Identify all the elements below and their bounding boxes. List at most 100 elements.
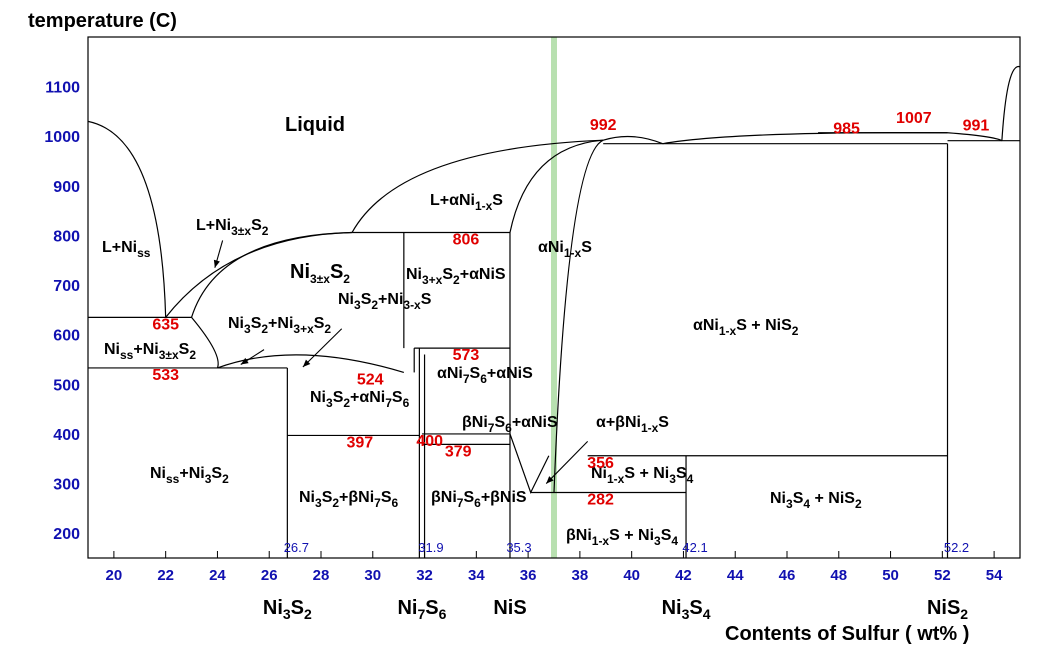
x-tick-label: 48 xyxy=(830,567,847,584)
phase-a-bni-sub: 1-x xyxy=(641,421,659,435)
phase-ni1xs-ni3s4: Ni1-xS + Ni3S4 xyxy=(591,465,694,486)
phase-ni3s2-ni3xs-part: S xyxy=(361,291,372,308)
phase-ni3s2-bni7s6-sub: 2 xyxy=(332,496,339,510)
phase-niss-ni3s2-sub: 2 xyxy=(189,348,196,362)
y-tick-label: 400 xyxy=(53,427,80,444)
phase-ni3s2-bni7s6-sub: 7 xyxy=(374,496,381,510)
phase-l-ani-part: S xyxy=(492,192,503,209)
phase-ni3s2-ani7s6-part: S xyxy=(392,389,403,406)
phase-ni1xs-ni3s4-part: S + Ni xyxy=(624,465,669,482)
comp-value-Ni7S6: 31.9 xyxy=(418,540,443,555)
phase-ni3s2-ani7s6-sub: 3 xyxy=(326,396,333,410)
plot-border xyxy=(87,36,1021,559)
phase-a-bni-part: α+βNi xyxy=(596,414,641,431)
liquidus-992-985 xyxy=(603,135,663,145)
phase-ni3xs2-ani: Ni3+xS2+αNiS xyxy=(406,266,506,287)
phase-bni-ni3s4-part: S + Ni xyxy=(609,527,654,544)
x-tick-label: 54 xyxy=(986,567,1003,584)
solidus-ni3s2 xyxy=(190,231,353,318)
phase-l-ni3s2-sub: 2 xyxy=(262,224,269,238)
arrow-ni3s2-ni3xs xyxy=(302,328,343,368)
compound-Ni3S2: Ni3S2 xyxy=(263,597,312,622)
phase-ni3s2-ni3xs2-sub: 3+x xyxy=(293,322,314,336)
phase-ni3s2-ni3xs2: Ni3S2+Ni3+xS2 xyxy=(228,315,331,336)
x-tick-label: 40 xyxy=(623,567,640,584)
phase-ni3s2-bni7s6-part: +βNi xyxy=(339,489,374,506)
phase-ni1xs-ni3s4-part: Ni xyxy=(591,465,607,482)
phase-niss-ni3s2-low-sub: 3 xyxy=(205,472,212,486)
phase-labels: LiquidL+NissL+Ni3±xS2L+αNi1-xSαNi1-xSNi3… xyxy=(102,114,862,548)
phase-ni3s4-nis2-part: + NiS xyxy=(810,490,855,507)
phase-niss-ni3s2-low-sub: ss xyxy=(166,472,180,486)
x-tick-label: 38 xyxy=(572,567,589,584)
temp-806: 806 xyxy=(453,231,480,248)
ni3s2-left-edge xyxy=(191,316,219,369)
phase-ni3s2-field: Ni3±xS2 xyxy=(290,261,350,286)
x-tick-label: 30 xyxy=(364,567,381,584)
x-tick-label: 34 xyxy=(468,567,485,584)
phase-ni3s2-ani7s6-sub: 6 xyxy=(403,396,410,410)
ni3s2-dome xyxy=(217,354,405,373)
phase-bni7s6-bnis-sub: 7 xyxy=(457,496,464,510)
phase-ni3s4-nis2-sub: 4 xyxy=(803,497,810,511)
phase-niss-ni3s2-sub: 3±x xyxy=(159,348,179,362)
phase-niss-ni3s2-part: Ni xyxy=(104,341,120,358)
liquidus-s-high xyxy=(1001,66,1021,141)
phase-ani-nis2-part: S + NiS xyxy=(736,317,792,334)
phase-ni3s2-bni7s6: Ni3S2+βNi7S6 xyxy=(299,489,399,510)
x-tick-label: 42 xyxy=(675,567,692,584)
phase-liquid: Liquid xyxy=(285,114,345,136)
phase-ani-nis2-sub: 2 xyxy=(792,324,799,338)
phase-ni3s4-nis2: Ni3S4 + NiS2 xyxy=(770,490,862,511)
phase-ni3s2-ani7s6-sub: 2 xyxy=(343,396,350,410)
phase-ni3xs2-ani-part: S xyxy=(442,266,453,283)
compound-NiS: NiS xyxy=(493,597,526,619)
phase-bni7s6-bnis-part: +βNiS xyxy=(481,489,527,506)
arrow-a-bni xyxy=(545,441,589,484)
compound-part: S xyxy=(425,597,438,619)
compound-part: Ni xyxy=(263,597,283,619)
liquidus-nis2 xyxy=(662,132,948,145)
phase-ni3xs2-ani-sub: 3+x xyxy=(422,273,443,287)
phase-l-ani: L+αNi1-xS xyxy=(430,192,503,213)
temp-379: 379 xyxy=(445,443,472,460)
x-tick-label: 44 xyxy=(727,567,744,584)
phase-ani7s6-anis-part: S xyxy=(470,365,481,382)
phase-niss-ni3s2: Niss+Ni3±xS2 xyxy=(104,341,196,362)
y-tick-label: 600 xyxy=(53,328,80,345)
phase-l-ni3s2-part: L+Ni xyxy=(196,217,231,234)
phase-ni3s2-ani7s6: Ni3S2+αNi7S6 xyxy=(310,389,410,410)
y-tick-label: 700 xyxy=(53,278,80,295)
phase-ni3s2-ani7s6-part: +αNi xyxy=(350,389,385,406)
phase-ni3s2-bni7s6-part: S xyxy=(322,489,333,506)
x-tick-label: 52 xyxy=(934,567,951,584)
phase-niss-ni3s2-low: Niss+Ni3S2 xyxy=(150,465,229,486)
phase-ni3s2-field-sub: 3±x xyxy=(310,272,330,286)
phase-ni3s2-ani7s6-part: Ni xyxy=(310,389,326,406)
phase-bni-ni3s4: βNi1-xS + Ni3S4 xyxy=(566,527,678,548)
phase-niss-ni3s2-part: S xyxy=(179,341,190,358)
y-tick-label: 1100 xyxy=(45,80,80,97)
phase-ni1xs-ni3s4-sub: 4 xyxy=(687,472,694,486)
phase-ani7s6-anis-part: +αNiS xyxy=(487,365,533,382)
phase-ni3xs2-ani-sub: 2 xyxy=(453,273,460,287)
phase-l-niss-part: L+Ni xyxy=(102,239,137,256)
compound-part: NiS xyxy=(927,597,960,619)
y-tick-label: 500 xyxy=(53,377,80,394)
compound-part: 3 xyxy=(682,606,690,622)
compound-part: 2 xyxy=(304,606,312,622)
x-tick-label: 24 xyxy=(209,567,226,584)
phase-ni3s2-ni3xs2-part: +Ni xyxy=(268,315,293,332)
temp-985: 985 xyxy=(833,121,860,138)
phase-ni3s2-ni3xs-sub: 2 xyxy=(371,298,378,312)
comp-value-NiS: 35.3 xyxy=(506,540,531,555)
phase-ni3s2-ni3xs2-sub: 2 xyxy=(261,322,268,336)
compound-Ni3S4: Ni3S4 xyxy=(662,597,711,622)
compound-NiS2: NiS2 xyxy=(927,597,968,622)
phase-ni3s2-ni3xs2-part: S xyxy=(314,315,325,332)
phase-ni3xs2-ani-part: Ni xyxy=(406,266,422,283)
liquidus-s xyxy=(947,132,1003,142)
liquidus-nis xyxy=(351,139,604,233)
compound-Ni7S6: Ni7S6 xyxy=(397,597,446,622)
